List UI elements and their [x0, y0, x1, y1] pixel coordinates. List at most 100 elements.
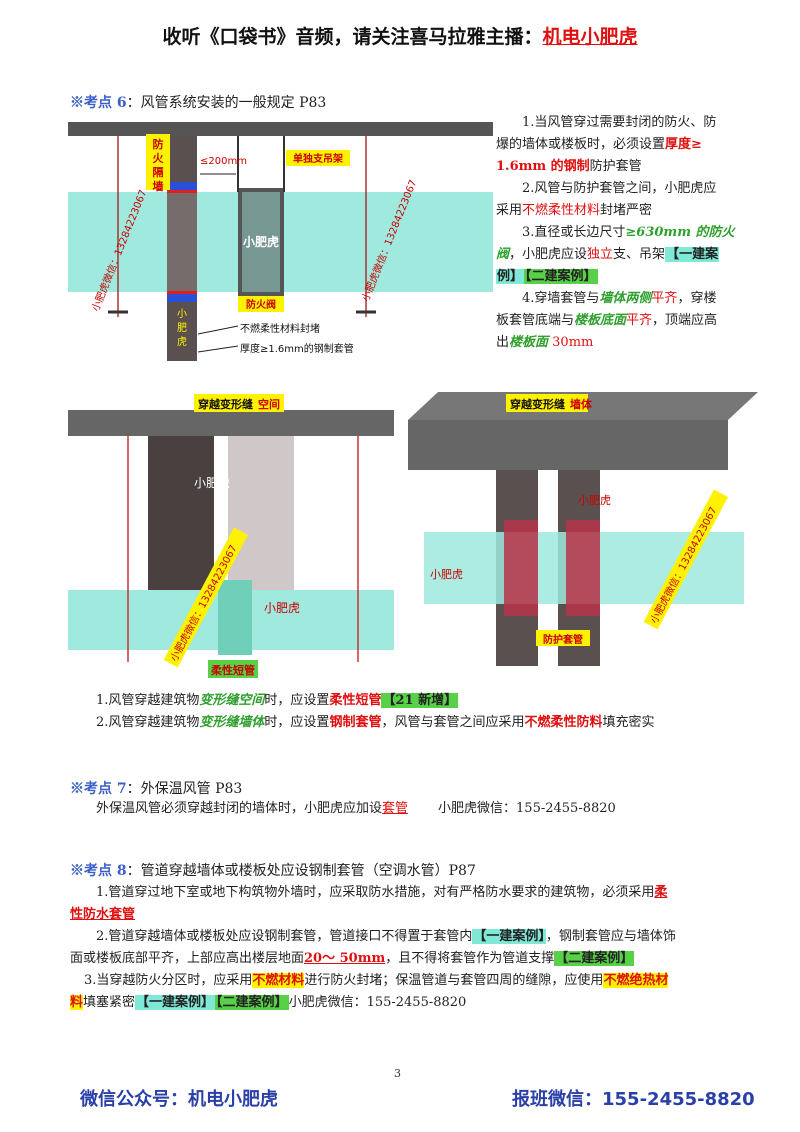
wall-label-4: 墙 [153, 179, 164, 193]
page-header: 收听《口袋书》音频，请关注喜马拉雅主播：机电小肥虎 [0, 22, 800, 49]
point-3-tag-erjian: 【二建案例】 [524, 269, 598, 284]
hanger-label-box [286, 150, 350, 166]
s8-p2-f: ，且不得将套管作为管道支撑 [385, 951, 555, 966]
sleeve-bottom [167, 291, 197, 294]
note1-leader [197, 325, 239, 335]
section-6-heading: ：风管系统安装的一般规定 P83 [126, 95, 327, 111]
s8-p2-cont: 面或楼板底部平齐，上部应高出楼层地面20～ 50mm，且不得将套管作为管道支撑【… [70, 948, 770, 970]
point-1-sleeve: 防护套管 [589, 159, 642, 174]
s8-p3-b: 不燃材料 [252, 973, 305, 988]
mid-1-d: 柔性短管 [329, 693, 382, 708]
left-wall-a [148, 436, 214, 591]
point-4-flush-1: 平齐 [651, 291, 678, 306]
s8-p2-c: ，钢制套管应与墙体饰 [545, 929, 676, 944]
point-1-steel: 1.6mm 的钢制 [496, 159, 590, 174]
damper-center-label: 小肥虎 [243, 234, 279, 249]
point-1: 1.当风管穿过需要封闭的防火、防 [496, 112, 758, 134]
right-sleeve-b [566, 520, 600, 616]
fire-damper-inner [242, 192, 280, 292]
mid-caption-1: 1.风管穿越建筑物变形缝空间时，应设置柔性短管【21 新增】 [96, 690, 776, 712]
s8-p3-tag-2: 【二建案例】 [215, 995, 289, 1010]
point-3-tag-yijian-a: 【一建案 [665, 247, 720, 262]
s8-p3-a: 3.当穿越防火分区时，应采用 [84, 973, 253, 988]
point-3-cont: 阀，小肥虎应设独立支、吊架【一建案 [496, 244, 758, 266]
section-7-a: 外保温风管必须穿越封闭的墙体时，小肥虎应加设 [96, 801, 383, 816]
mid-2-e: ，风管与套管之间应采用 [381, 715, 525, 730]
s8-p2-d: 面或楼板底部平齐，上部应高出楼层地面 [70, 951, 305, 966]
s8-p2-tag-2: 【二建案例】 [554, 951, 635, 966]
left-title-a: 穿越变形缝 [198, 397, 253, 411]
point-4-prefix: 4.穿墙套管与 [522, 291, 600, 306]
wall-lower-label-3: 虎 [177, 336, 187, 348]
mid-2-a: 2.风管穿越建筑物 [96, 715, 200, 730]
note-sleeve: 厚度≥1.6mm的钢制套管 [240, 342, 354, 355]
point-4-out: 出 [496, 335, 510, 350]
gap-label: ≤200mm [200, 156, 247, 167]
fire-wall-duct-overlap [167, 192, 197, 292]
s8-p3-contact: 小肥虎微信：155-2455-8820 [288, 995, 467, 1010]
left-watermark-bg [163, 527, 249, 668]
right-title-a: 穿越变形缝 [510, 397, 565, 411]
point-4-floor: 板套管底端与 [496, 313, 575, 328]
s8-p3-tag-1: 【一建案例】 [135, 995, 216, 1010]
point-2: 2.风管与防护套管之间，小肥虎应 [496, 178, 758, 200]
point-4-wall-sides: 墙体两侧 [599, 291, 652, 306]
section-7-title: ※考点 7：外保温风管 P83 [70, 778, 242, 798]
s8-p3-cont: 料填塞紧密【一建案例】【二建案例】小肥虎微信：155-2455-8820 [70, 992, 770, 1014]
section-8-label: ※考点 8 [70, 863, 127, 879]
left-right-label: 小肥虎 [264, 601, 300, 615]
s8-p3-d: 不燃绝热材 [603, 973, 669, 988]
point-4-mid: ，穿楼 [677, 291, 717, 306]
left-wall-b [228, 436, 294, 591]
s8-p3: 3.当穿越防火分区时，应采用不燃材料进行防火封堵；保温管道与套管四周的缝隙，应使… [70, 970, 770, 992]
seal-bottom [167, 294, 197, 302]
s8-p1: 1.管道穿过地下室或地下构筑物外墙时，应采取防水措施，对有严格防水要求的建筑物，… [70, 882, 770, 904]
point-2-line-1: 2.风管与防护套管之间，小肥虎应 [522, 181, 717, 196]
point-1-cont: 爆的墙体或楼板时，必须设置厚度≥ [496, 134, 758, 156]
s8-p1-cont: 性防水套管 [70, 904, 770, 926]
s8-p1-a: 1.管道穿过地下室或地下构筑物外墙时，应采取防水措施，对有严格防水要求的建筑物，… [96, 885, 655, 900]
right-sleeve-label: 防护套管 [543, 633, 583, 646]
mid-caption-2: 2.风管穿越建筑物变形缝墙体时，应设置钢制套管，风管与套管之间应采用不燃柔性防料… [96, 712, 776, 734]
fire-wall-duct-diagram: 防 火 隔 墙 ≤200mm 单独支吊架 小肥虎 防火阀 小 肥 虎 不燃柔性材… [68, 122, 493, 361]
deformation-wall-diagram: 穿越变形缝 墙体 小肥虎 小肥虎 防护套管 小肥虎微信：13284223067 [408, 392, 758, 666]
right-top-label: 小肥虎 [578, 494, 611, 507]
damper-label: 防火阀 [246, 298, 276, 311]
s8-p3-c: 进行防火封堵；保温管道与套管四周的缝隙，应使用 [304, 973, 604, 988]
point-3-independent: 独立 [587, 247, 614, 262]
seal-top [167, 182, 197, 190]
point-1-thickness: 厚度≥ [665, 137, 702, 152]
point-4-slab-bottom: 楼板底面 [574, 313, 627, 328]
right-watermark-bg [643, 489, 729, 630]
s8-p1-b: 柔 [654, 885, 668, 900]
point-2-suffix: 封堵严密 [600, 203, 653, 218]
fire-damper [238, 188, 284, 296]
wall-label-1: 防 [153, 137, 164, 151]
mid-1-b: 变形缝空间 [199, 693, 265, 708]
section-7-label: ※考点 7 [70, 781, 127, 797]
damper-label-box [238, 296, 284, 312]
mid-1-tag: 【21 新增】 [381, 693, 459, 708]
right-slab-front [408, 420, 728, 470]
point-3-size: ≥630mm 的防火 [625, 225, 735, 240]
mid-2-g: 填充密实 [602, 715, 655, 730]
right-sleeve-a [504, 520, 538, 616]
mid-2-c: 时，应设置 [264, 715, 330, 730]
section-8-title: ※考点 8：管道穿越墙体或楼板处应设钢制套管（空调水管）P87 [70, 860, 476, 880]
point-3-cont-2: 例】【二建案例】 [496, 266, 758, 288]
s8-p2-tag-1: 【一建案例】 [472, 929, 546, 944]
ceiling-slab [68, 122, 493, 136]
s8-p1-c: 性防水套管 [70, 907, 136, 922]
sleeve-top [167, 190, 197, 193]
wall-label-3: 隔 [153, 165, 164, 179]
hanger-label: 单独支吊架 [293, 152, 343, 165]
point-2-material: 不燃柔性材料 [522, 203, 601, 218]
right-title-b: 墙体 [570, 397, 593, 411]
point-3-tag-yijian-b: 例】 [496, 269, 525, 284]
s8-p3-e: 料 [70, 995, 84, 1010]
left-flex-joint [218, 580, 252, 655]
deformation-space-diagram: 穿越变形缝 空间 小肥虎 小肥虎 柔性短管 小肥虎微信：13284223067 [68, 394, 394, 678]
section-8-heading: ：管道穿越墙体或楼板处应设钢制套管（空调水管）P87 [126, 863, 476, 879]
point-4-cont: 板套管底端与楼板底面平齐，顶端应高 [496, 310, 758, 332]
wall-label-2: 火 [153, 152, 165, 165]
